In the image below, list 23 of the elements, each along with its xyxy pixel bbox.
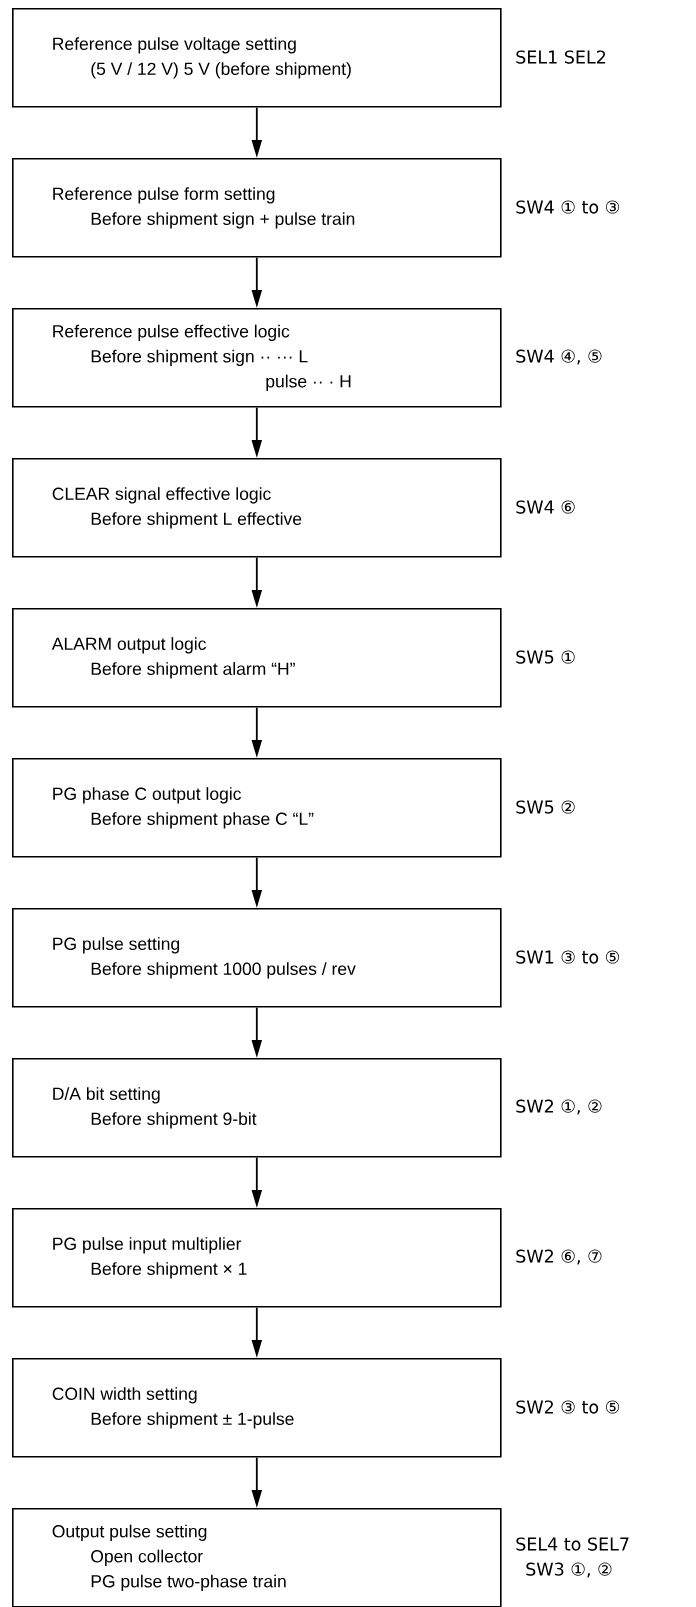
- switch-label: SW4 ④, ⑤: [516, 349, 602, 365]
- process-box: D/A bit setting Before shipment 9-bit: [12, 1058, 502, 1158]
- process-box: PG pulse setting Before shipment 1000 pulses / rev: [12, 908, 502, 1008]
- switch-label: SW2 ③ to ⑤: [516, 1400, 620, 1414]
- switch-label: SEL1 SEL2: [516, 50, 606, 64]
- switch-label: SEL4 to SEL7: [516, 1537, 629, 1551]
- process-box: Reference pulse voltage setting (5 V / 12 V) 5 V (before shipment): [12, 8, 502, 108]
- process-box: CLEAR signal effective logic Before shipment L effective: [12, 458, 502, 558]
- process-box: COIN width setting Before shipment ± 1-pulse: [12, 1358, 502, 1458]
- switch-label: SW2 ⑥, ⑦: [516, 1249, 602, 1265]
- switch-label: SW2 ①, ②: [516, 1099, 602, 1115]
- process-box: Output pulse setting Open collector PG pulse two-phase train: [12, 1508, 502, 1607]
- switch-label: SW4 ① to ③: [516, 200, 620, 214]
- process-box: PG pulse input multiplier Before shipment × 1: [12, 1208, 502, 1308]
- switch-label: SW5 ①: [516, 650, 575, 664]
- process-box: Reference pulse effective logic Before shipment sign ·· ··· L pulse ·· · H: [12, 308, 502, 408]
- process-box: ALARM output logic Before shipment alarm “H”: [12, 608, 502, 708]
- switch-label: SW5 ②: [516, 800, 575, 814]
- switch-label: SW3 ①, ②: [526, 1562, 612, 1578]
- switch-label: SW1 ③ to ⑤: [516, 950, 620, 964]
- switch-label: SW4 ⑥: [516, 500, 575, 514]
- process-box: Reference pulse form setting Before shipment sign + pulse train: [12, 158, 502, 258]
- process-box: PG phase C output logic Before shipment phase C “L”: [12, 758, 502, 858]
